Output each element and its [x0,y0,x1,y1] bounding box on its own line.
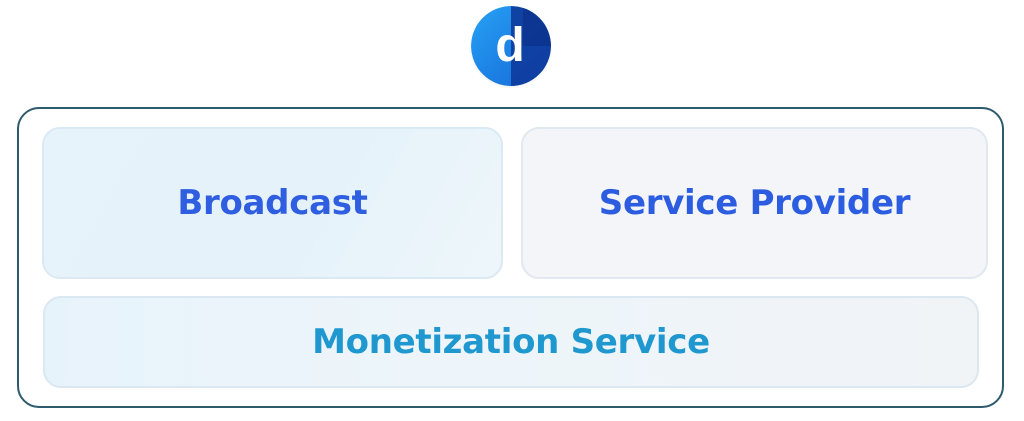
broadcast-label: Broadcast [177,183,368,223]
service-provider-label: Service Provider [598,183,911,223]
d-letter-logo-icon: d [471,6,551,86]
monetization-service-block: Monetization Service [43,296,979,388]
logo-letter: d [495,19,524,72]
broadcast-block: Broadcast [42,127,503,279]
service-provider-block: Service Provider [521,127,988,279]
monetization-service-label: Monetization Service [312,322,710,362]
logo-graphic: d [471,6,551,86]
